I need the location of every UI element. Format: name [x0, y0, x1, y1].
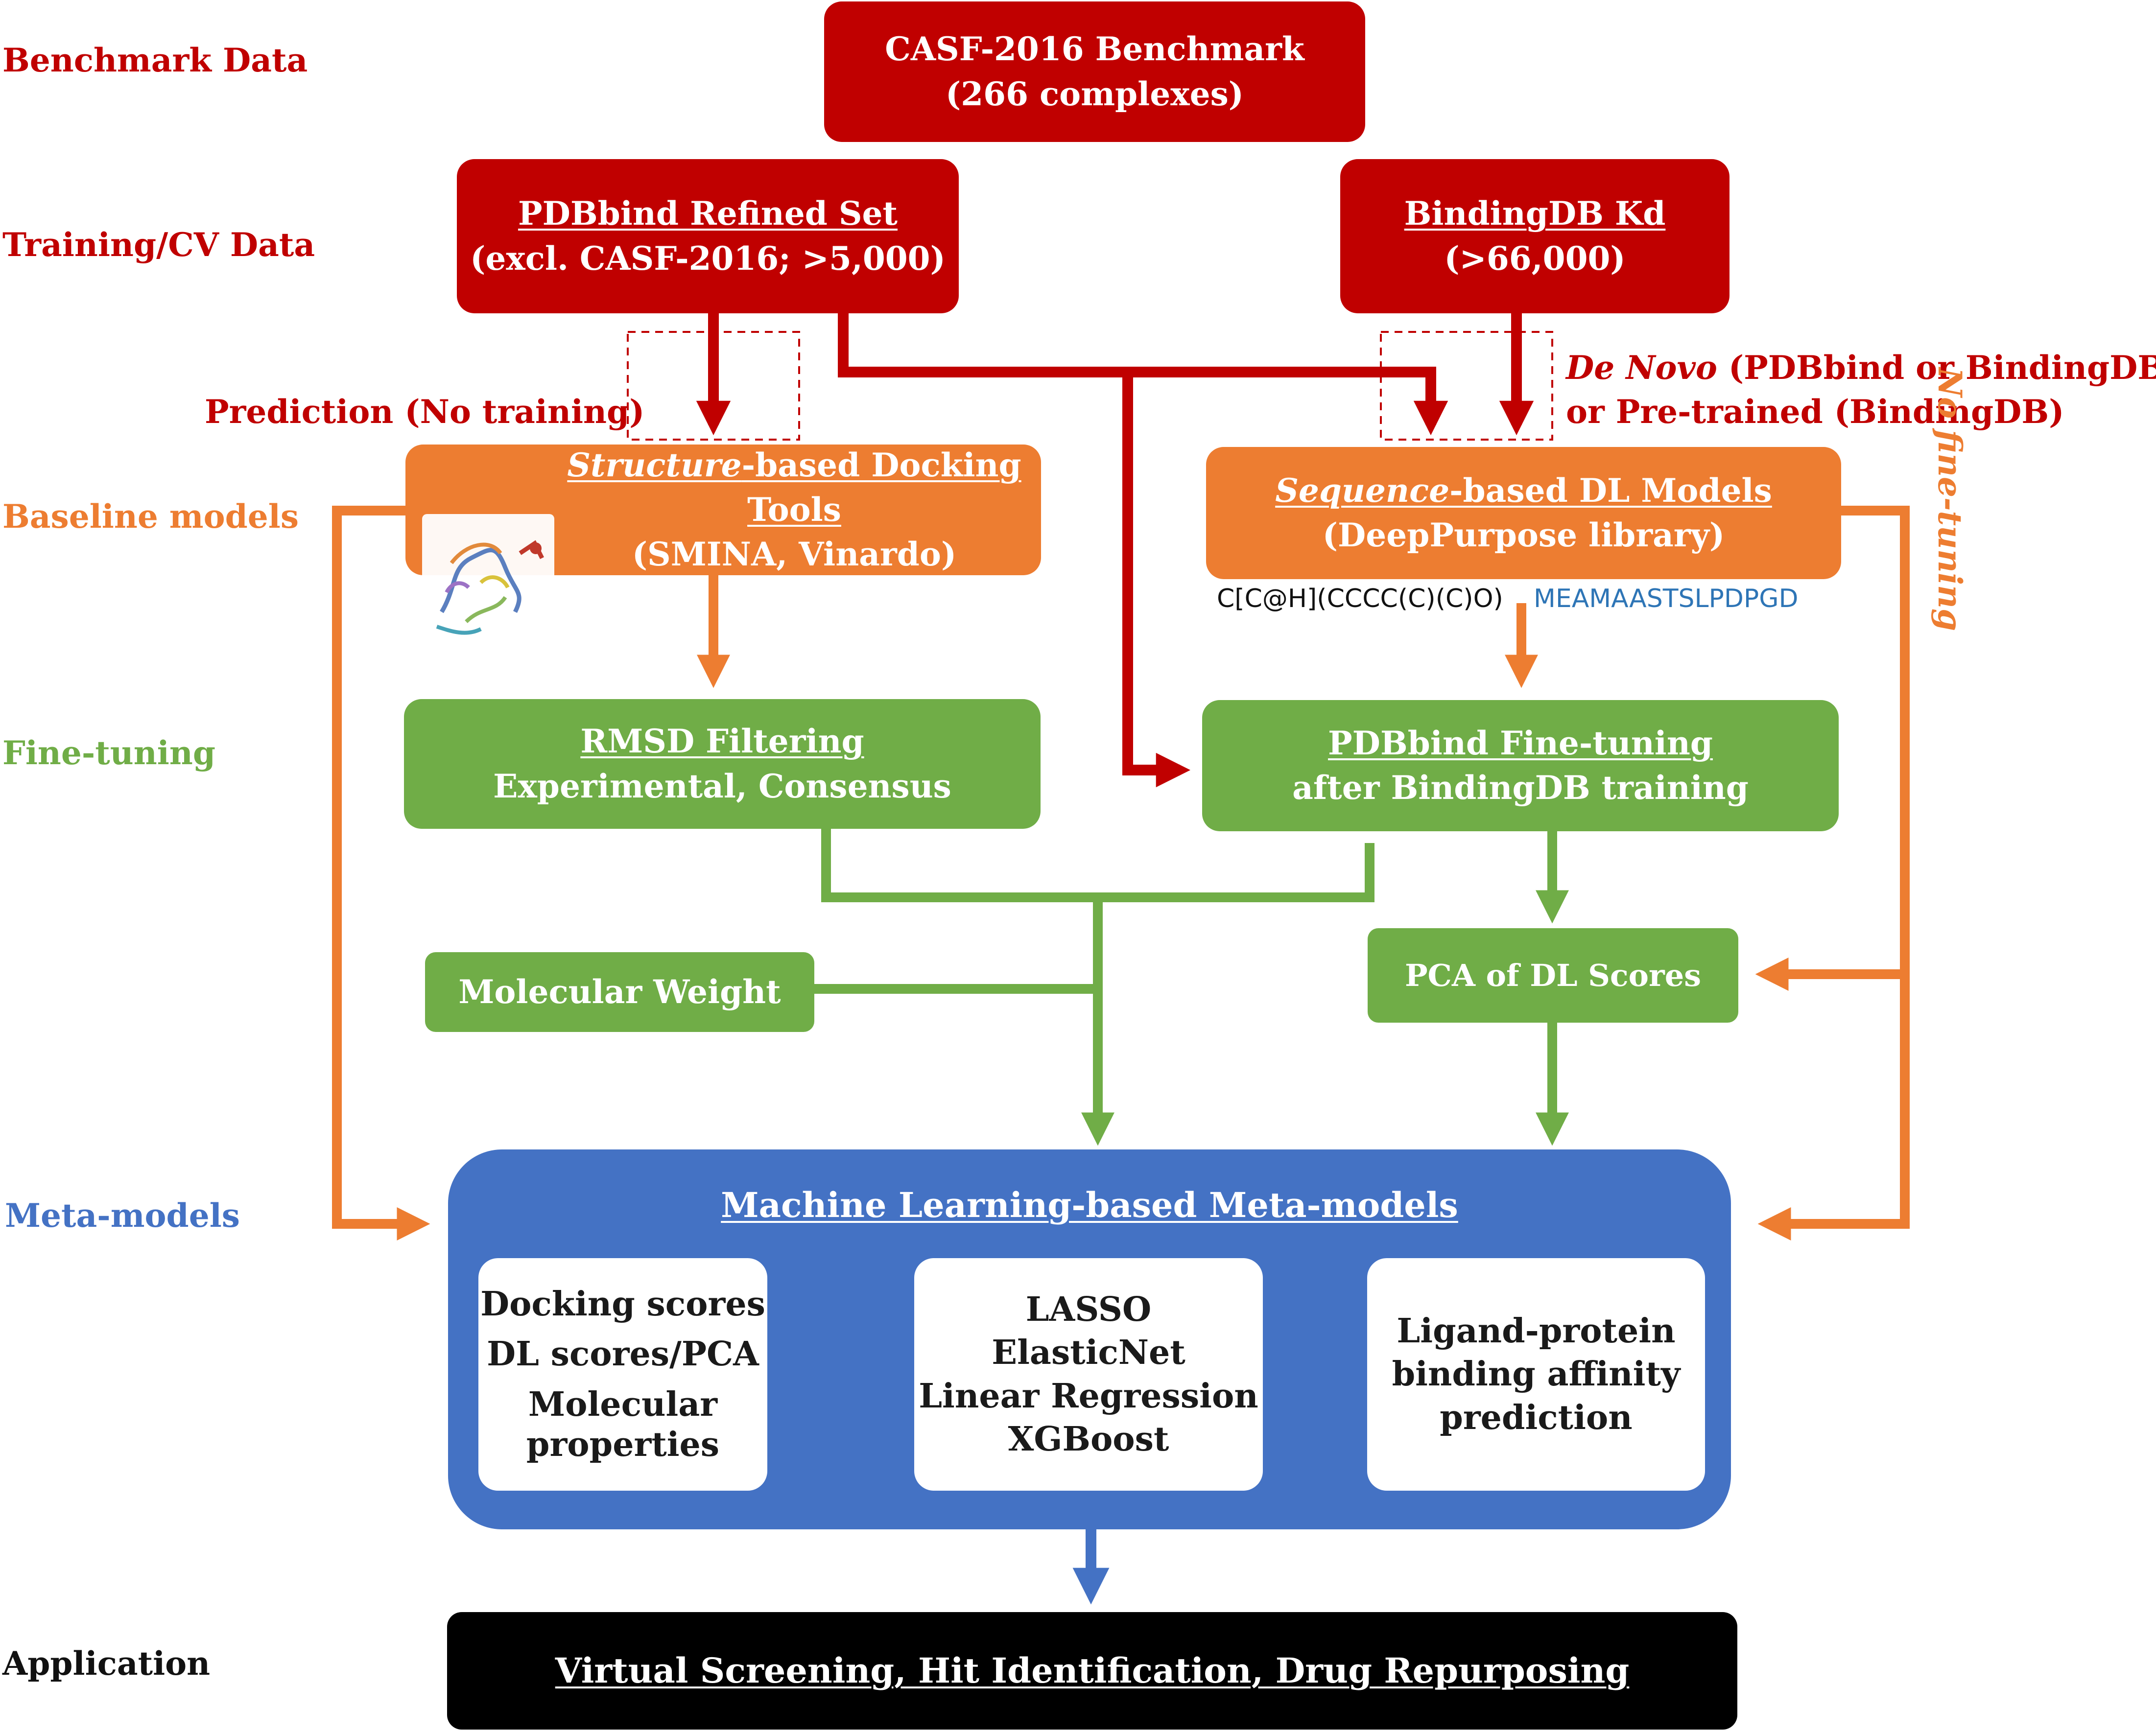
arrow-pdbbind-to-finetune	[1122, 372, 1191, 788]
dashed-guide-right	[1380, 331, 1553, 441]
finetune-title: PDBbind Fine-tuning	[1328, 724, 1713, 762]
input-docking-scores: Docking scores	[480, 1284, 765, 1324]
denovo-note-line1: De Novo (PDBbind or BindingDB)	[1566, 351, 2156, 384]
finetune-subtitle: after BindingDB training	[1292, 769, 1749, 807]
structure-title: Structure-based Docking Tools	[567, 445, 1021, 529]
casf-title: CASF-2016 Benchmark	[885, 30, 1304, 69]
application-box: Virtual Screening, Hit Identification, D…	[447, 1612, 1737, 1730]
row-label-benchmark: Benchmark Data	[2, 41, 308, 79]
arrow-rmsd-merge	[821, 826, 1374, 902]
sequence-subtitle: (DeepPurpose library)	[1322, 516, 1725, 554]
pca-label: PCA of DL Scores	[1404, 957, 1702, 993]
model-elasticnet: ElasticNet	[992, 1333, 1185, 1373]
application-label: Virtual Screening, Hit Identification, D…	[555, 1650, 1630, 1691]
rmsd-subtitle: Experimental, Consensus	[493, 767, 951, 805]
input-molecular: Molecular	[528, 1384, 718, 1424]
model-linear-regression: Linear Regression	[919, 1376, 1258, 1416]
output-line3: prediction	[1440, 1398, 1633, 1437]
denovo-note-line2: or Pre-trained (BindingDB)	[1566, 393, 2064, 431]
pdbbind-finetune-box: PDBbind Fine-tuning after BindingDB trai…	[1202, 700, 1839, 831]
casf-benchmark-box: CASF-2016 Benchmark (266 complexes)	[824, 1, 1365, 142]
rmsd-filtering-box: RMSD Filtering Experimental, Consensus	[404, 699, 1041, 829]
bindingdb-subtitle: (>66,000)	[1444, 239, 1626, 278]
denovo-italic: De Novo	[1566, 349, 1717, 387]
meta-output-box: Ligand-protein binding affinity predicti…	[1367, 1258, 1705, 1491]
model-xgboost: XGBoost	[1008, 1419, 1169, 1459]
bindingdb-title: BindingDB Kd	[1404, 194, 1666, 233]
sequence-title: Sequence-based DL Models	[1275, 471, 1772, 510]
smiles-example: C[C@H](CCCC(C)(C)O)	[1217, 584, 1503, 613]
pdbbind-title: PDBbind Refined Set	[518, 194, 898, 233]
model-lasso: LASSO	[1025, 1289, 1152, 1329]
row-label-finetuning: Fine-tuning	[2, 734, 215, 772]
molecular-weight-box: Molecular Weight	[425, 952, 814, 1032]
arrow-pdbbind-to-sequence	[838, 313, 1448, 436]
no-finetuning-label: No fine-tuning	[1931, 367, 1969, 632]
pca-dl-scores-box: PCA of DL Scores	[1368, 928, 1738, 1023]
row-label-meta: Meta-models	[5, 1196, 240, 1235]
output-line2: binding affinity	[1392, 1355, 1681, 1394]
bindingdb-box: BindingDB Kd (>66,000)	[1340, 159, 1730, 313]
output-line1: Ligand-protein	[1397, 1311, 1676, 1351]
meta-models-panel: Machine Learning-based Meta-models Docki…	[448, 1149, 1731, 1529]
molecular-weight-label: Molecular Weight	[458, 972, 781, 1011]
prediction-note: Prediction (No training)	[205, 393, 645, 431]
protein-structure-icon	[422, 514, 554, 646]
denovo-rest: (PDBbind or BindingDB)	[1717, 349, 2156, 387]
meta-models-list-box: LASSO ElasticNet Linear Regression XGBoo…	[914, 1258, 1263, 1491]
pdbbind-refined-box: PDBbind Refined Set (excl. CASF-2016; >5…	[457, 159, 959, 313]
structure-subtitle: (SMINA, Vinardo)	[632, 535, 957, 574]
row-label-training: Training/CV Data	[2, 226, 315, 264]
row-label-application: Application	[2, 1644, 211, 1683]
meta-models-title: Machine Learning-based Meta-models	[721, 1185, 1458, 1225]
casf-subtitle: (266 complexes)	[946, 74, 1244, 113]
sequence-dl-box: Sequence-based DL Models (DeepPurpose li…	[1206, 447, 1841, 579]
input-dl-scores: DL scores/PCA	[487, 1335, 759, 1374]
protein-sequence-example: MEAMAASTSLPDPGD	[1534, 584, 1799, 613]
row-label-baseline: Baseline models	[2, 497, 299, 536]
pdbbind-subtitle: (excl. CASF-2016; >5,000)	[470, 239, 946, 278]
arrow-no-finetuning-right	[1757, 506, 1910, 1241]
structure-docking-box: Structure-based Docking Tools (SMINA, Vi…	[405, 445, 1041, 575]
meta-inputs-box: Docking scores DL scores/PCA Molecular p…	[478, 1258, 767, 1491]
rmsd-title: RMSD Filtering	[580, 722, 864, 761]
arrow-baseline-bypass-left	[332, 506, 430, 1241]
input-properties: properties	[526, 1425, 720, 1464]
